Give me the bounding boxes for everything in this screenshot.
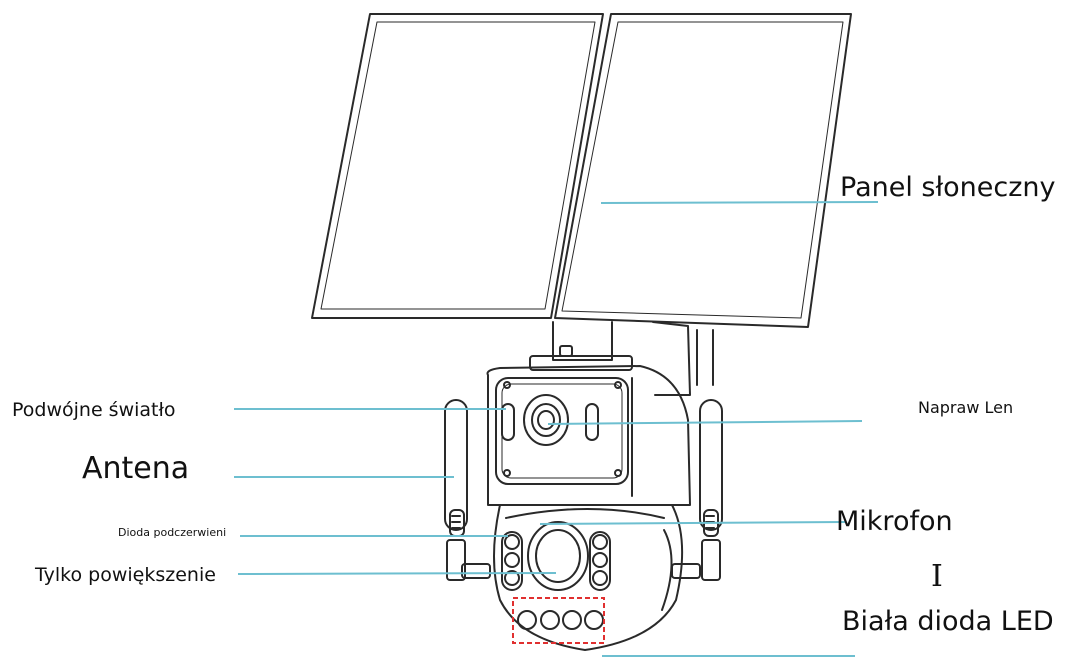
panel-mount bbox=[529, 321, 714, 396]
label-dual-light: Podwójne światło bbox=[12, 399, 176, 421]
leader-line-microphone bbox=[539, 521, 847, 525]
label-microphone: Mikrofon bbox=[836, 506, 953, 537]
label-fixed-lens: Napraw Len bbox=[918, 398, 1014, 417]
solar-panel-left bbox=[311, 13, 604, 319]
solar-panel-right bbox=[554, 13, 852, 328]
antenna-right bbox=[671, 399, 723, 581]
white-led-highlight-box bbox=[512, 597, 605, 644]
leader-line-zoom-only bbox=[237, 572, 557, 575]
label-white-led: Biała dioda LED bbox=[842, 606, 1054, 637]
label-solar-panel: Panel słoneczny bbox=[840, 172, 1056, 203]
leader-line-solar-panel bbox=[600, 201, 879, 204]
label-zoom-only: Tylko powiększenie bbox=[35, 564, 216, 586]
antenna-left bbox=[444, 399, 491, 581]
label-ir-diode: Dioda podczerwieni bbox=[118, 526, 227, 539]
camera-lower-dome bbox=[493, 504, 684, 651]
camera-upper-head bbox=[486, 365, 691, 506]
label-antenna: Antena bbox=[82, 451, 190, 486]
stray-glyph: I bbox=[931, 559, 943, 594]
leader-line-fixed-lens bbox=[547, 420, 863, 425]
